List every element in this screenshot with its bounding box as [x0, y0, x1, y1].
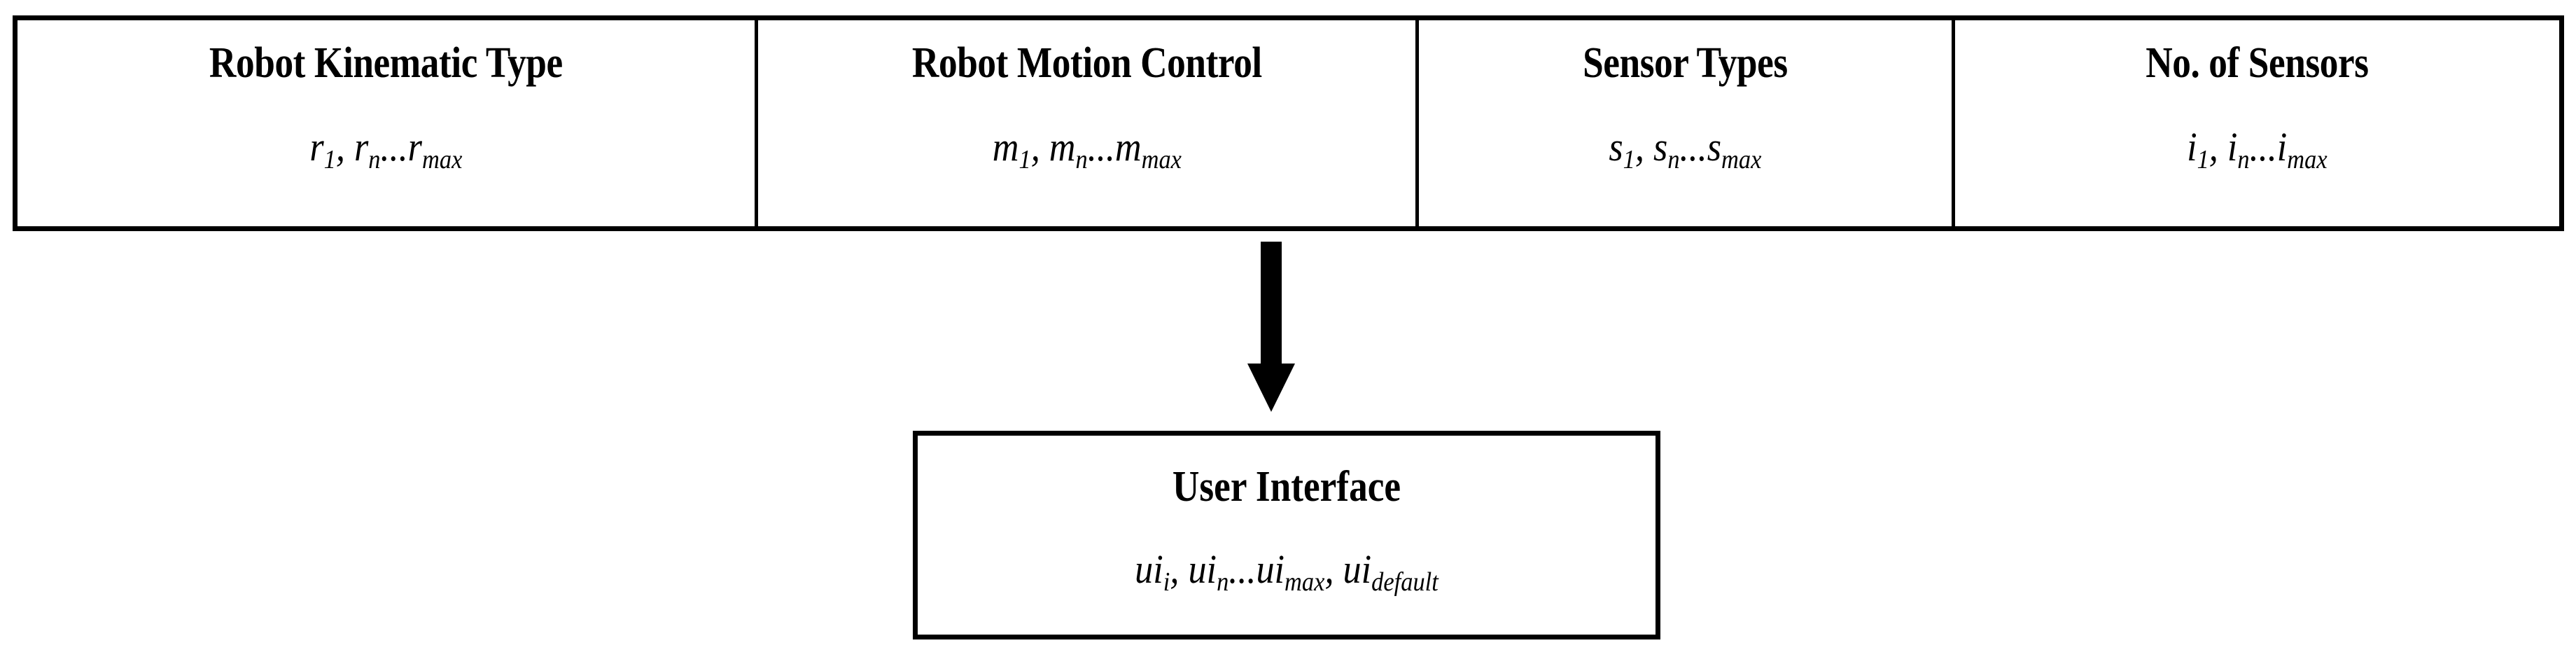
formula-var-2-base: ui — [1188, 546, 1217, 592]
cell-formula-robot-kinematic-type: r1, rn...rmax — [55, 124, 718, 175]
formula-var-2-base: i — [2227, 124, 2238, 170]
formula-var-1-sub: 1 — [323, 145, 336, 175]
down-arrow-icon — [1247, 242, 1295, 412]
formula-var-1-sub: 1 — [2197, 145, 2210, 175]
formula-var-2-sub: n — [2237, 145, 2250, 175]
formula-var-3-base: r — [407, 124, 422, 170]
formula-var-2-sub: n — [368, 145, 381, 175]
table-cell-no-of-sensors: No. of Sensors i1, in...imax — [1955, 20, 2559, 226]
formula-ellipsis: ... — [1679, 124, 1708, 170]
parameter-table: Robot Kinematic Type r1, rn...rmax Robot… — [13, 15, 2564, 231]
table-cell-sensor-types: Sensor Types s1, sn...smax — [1419, 20, 1956, 226]
formula-var-4-sub: default — [1371, 567, 1438, 597]
formula-var-2-base: r — [354, 124, 369, 170]
user-interface-box: User Interface uii, uin...uimax, uidefau… — [913, 431, 1660, 639]
formula-var-1-sub: i — [1163, 567, 1170, 597]
formula-var-2-sub: n — [1667, 145, 1680, 175]
formula-ellipsis: ... — [380, 124, 408, 170]
formula-var-4-base: ui — [1343, 546, 1372, 592]
formula-var-3-sub: max — [1721, 145, 1762, 175]
formula-var-1-sub: 1 — [1018, 145, 1031, 175]
formula-separator-2: , — [1324, 546, 1343, 592]
formula-var-2-sub: n — [1217, 567, 1229, 597]
formula-separator-1: , — [1170, 546, 1189, 592]
formula-var-2-sub: n — [1075, 145, 1088, 175]
formula-var-1-base: ui — [1135, 546, 1163, 592]
cell-formula-no-of-sensors: i1, in...imax — [1985, 124, 2528, 175]
user-interface-formula: uii, uin...uimax, uidefault — [955, 546, 1619, 597]
formula-var-3-base: m — [1114, 124, 1142, 170]
cell-title-robot-motion-control: Robot Motion Control — [911, 39, 1262, 87]
formula-var-3-sub: max — [421, 145, 463, 175]
formula-var-1-base: i — [2187, 124, 2197, 170]
formula-var-2-base: s — [1653, 124, 1668, 170]
formula-var-3-sub: max — [2287, 145, 2328, 175]
formula-var-3-base: i — [2277, 124, 2288, 170]
formula-var-1-base: m — [992, 124, 1019, 170]
formula-ellipsis: ... — [1087, 124, 1115, 170]
formula-separator-1: , — [2209, 124, 2228, 170]
formula-var-1-base: r — [309, 124, 324, 170]
user-interface-title: User Interface — [1172, 463, 1401, 511]
formula-var-3-base: ui — [1256, 546, 1285, 592]
formula-var-3-sub: max — [1141, 145, 1182, 175]
formula-var-3-sub: max — [1284, 567, 1325, 597]
table-cell-robot-kinematic-type: Robot Kinematic Type r1, rn...rmax — [18, 20, 758, 226]
cell-title-sensor-types: Sensor Types — [1583, 39, 1788, 87]
formula-separator-1: , — [1030, 124, 1049, 170]
cell-formula-sensor-types: s1, sn...smax — [1446, 124, 1925, 175]
formula-var-3-base: s — [1707, 124, 1722, 170]
cell-title-no-of-sensors: No. of Sensors — [2146, 39, 2369, 87]
formula-separator-1: , — [1635, 124, 1654, 170]
formula-var-1-base: s — [1609, 124, 1624, 170]
formula-separator-1: , — [335, 124, 354, 170]
cell-formula-robot-motion-control: m1, mn...mmax — [791, 124, 1383, 175]
cell-title-robot-kinematic-type: Robot Kinematic Type — [209, 39, 563, 87]
formula-ellipsis: ... — [2249, 124, 2278, 170]
formula-var-1-sub: 1 — [1623, 145, 1636, 175]
formula-var-2-base: m — [1049, 124, 1076, 170]
formula-ellipsis: ... — [1228, 546, 1256, 592]
table-cell-robot-motion-control: Robot Motion Control m1, mn...mmax — [757, 20, 1420, 226]
